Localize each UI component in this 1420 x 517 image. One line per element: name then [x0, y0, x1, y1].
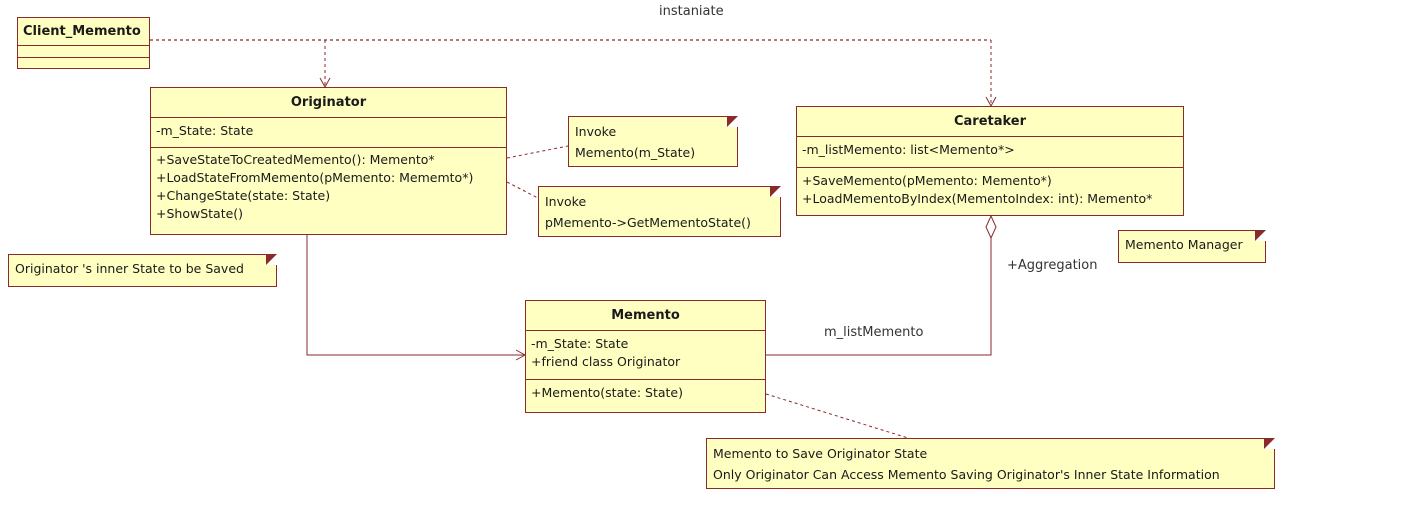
attribute: -m_State: State [531, 336, 629, 351]
operation: +SaveMemento(pMemento: Memento*) [802, 173, 1052, 188]
note-anchor-invoke-create [506, 145, 569, 159]
attribute: -m_State: State [156, 123, 254, 138]
class-name: Caretaker [797, 107, 1183, 137]
note-line: Memento to Save Originator State [713, 446, 928, 461]
operations-compartment [18, 58, 149, 68]
note-line: Memento Manager [1125, 237, 1243, 252]
operation: +SaveStateToCreatedMemento(): Memento* [156, 152, 435, 167]
operation: +Memento(state: State) [531, 385, 683, 400]
note-anchor-memento-save [765, 393, 909, 439]
note-line: pMemento->GetMementoState() [545, 215, 751, 230]
operation: +ChangeState(state: State) [156, 188, 331, 203]
operations-compartment: +Memento(state: State) [526, 380, 765, 406]
operations-compartment: +SaveStateToCreatedMemento(): Memento* +… [151, 148, 506, 227]
operations-compartment: +SaveMemento(pMemento: Memento*) +LoadMe… [797, 168, 1183, 212]
association-originator-memento [306, 235, 527, 361]
attributes-compartment [18, 46, 149, 58]
label-instantiate: instaniate [659, 4, 724, 19]
note-line: Invoke [545, 194, 587, 209]
note-invoke-get-state[interactable]: Invoke pMemento->GetMementoState() [538, 186, 781, 237]
class-client-memento[interactable]: Client_Memento [17, 17, 150, 69]
label-aggregation: +Aggregation [1007, 258, 1098, 273]
note-line: Originator 's inner State to be Saved [15, 261, 244, 276]
note-memento-manager[interactable]: Memento Manager [1118, 230, 1266, 263]
operation: +ShowState() [156, 206, 244, 221]
attributes-compartment: -m_State: State +friend class Originator [526, 331, 765, 380]
class-name: Client_Memento [18, 18, 149, 46]
attributes-compartment: -m_State: State [151, 118, 506, 148]
attribute: -m_listMemento: list<Memento*> [802, 142, 1015, 157]
class-name: Memento [526, 301, 765, 331]
attributes-compartment: -m_listMemento: list<Memento*> [797, 137, 1183, 168]
note-line: Memento(m_State) [575, 145, 696, 160]
note-memento-save-state[interactable]: Memento to Save Originator State Only Or… [706, 438, 1275, 489]
note-inner-state[interactable]: Originator 's inner State to be Saved [8, 254, 277, 287]
note-line: Invoke [575, 124, 617, 139]
aggregation-line [766, 238, 992, 356]
note-line: Only Originator Can Access Memento Savin… [713, 467, 1220, 482]
label-list-role: m_listMemento [824, 325, 924, 340]
operation: +LoadMementoByIndex(MementoIndex: int): … [802, 191, 1153, 206]
class-memento[interactable]: Memento -m_State: State +friend class Or… [525, 300, 766, 413]
note-anchor-invoke-get [506, 181, 539, 199]
attribute: +friend class Originator [531, 354, 681, 369]
note-invoke-create-memento[interactable]: Invoke Memento(m_State) [568, 116, 738, 167]
class-originator[interactable]: Originator -m_State: State +SaveStateToC… [150, 87, 507, 235]
operation: +LoadStateFromMemento(pMemento: Mememto*… [156, 170, 474, 185]
class-caretaker[interactable]: Caretaker -m_listMemento: list<Memento*>… [796, 106, 1184, 216]
aggregation-diamond [985, 214, 997, 240]
class-name: Originator [151, 88, 506, 118]
